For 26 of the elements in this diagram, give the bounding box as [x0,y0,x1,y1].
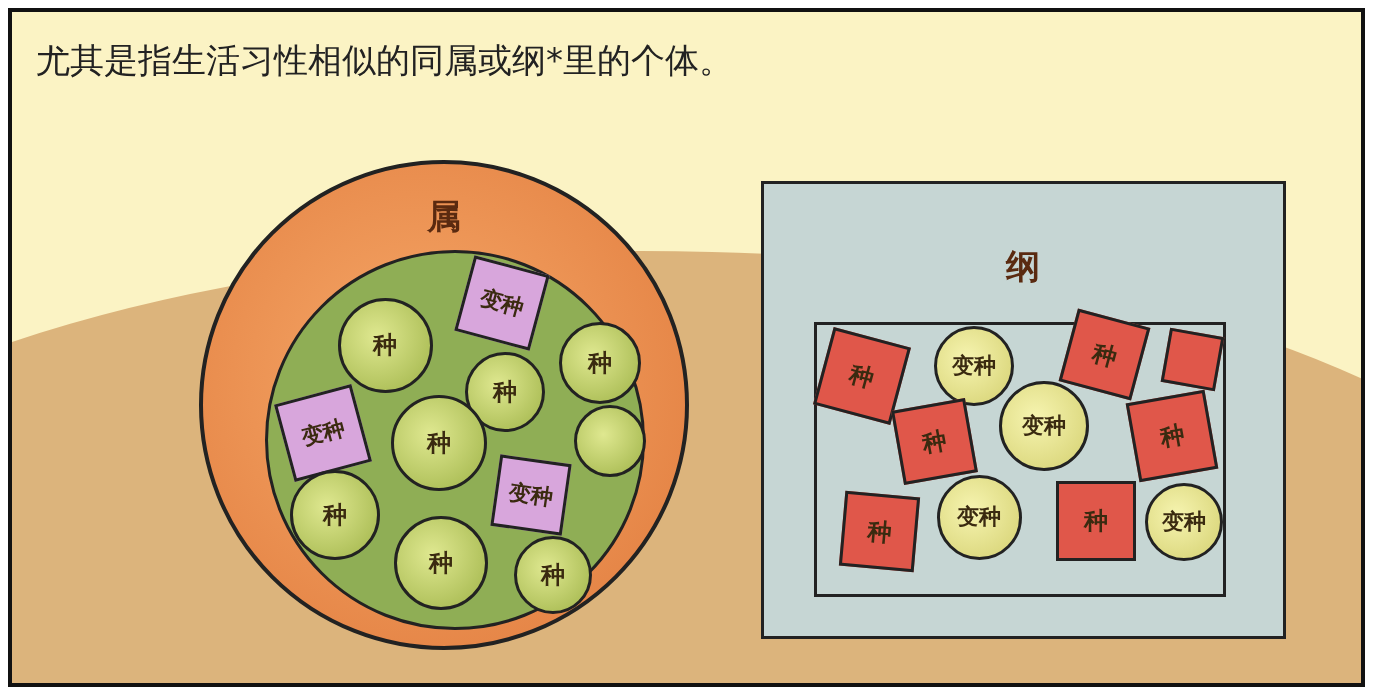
species-ball: 种 [290,470,380,560]
species-card: 种 [813,327,911,425]
species-card: 种 [1125,389,1219,483]
species-ball: 种 [391,395,487,491]
title-text: 尤其是指生活习性相似的同属或纲*里的个体。 [36,39,733,82]
group-label: 属 [427,195,461,238]
variety-ball: 变种 [936,474,1022,560]
variety-card: 变种 [490,454,572,536]
species-ball: 种 [559,322,641,404]
species-ball: 种 [465,352,545,432]
variety-card: 变种 [454,255,550,351]
variety-ball: 变种 [934,326,1014,406]
species-card: 种 [838,490,920,572]
species-ball: 种 [337,297,433,393]
species-ball: 种 [514,536,592,614]
group-label: 纲 [1006,245,1040,288]
outer-rectangle [760,181,1286,639]
blank-card [1160,327,1224,391]
species-card: 种 [890,397,978,485]
blank-ball [574,405,646,477]
variety-ball: 变种 [999,381,1089,471]
variety-ball: 变种 [1145,483,1223,561]
species-card: 种 [1056,481,1136,561]
species-card: 种 [1058,308,1150,400]
species-ball: 种 [394,516,488,610]
variety-card: 变种 [274,384,372,482]
